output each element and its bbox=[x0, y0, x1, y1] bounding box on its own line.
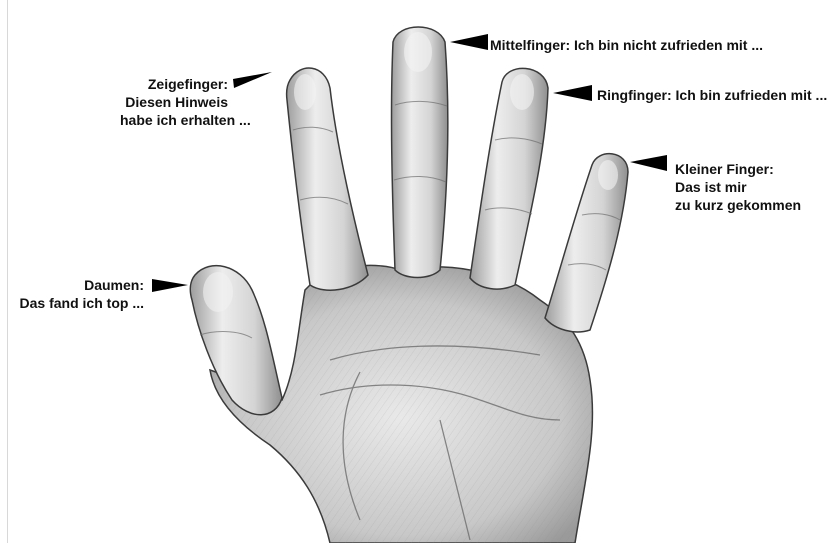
label-little-finger: Kleiner Finger: Das ist mir zu kurz geko… bbox=[675, 160, 801, 214]
label-line: Ringfinger: Ich bin zufrieden mit ... bbox=[597, 86, 827, 104]
index-finger bbox=[287, 68, 368, 290]
label-index-finger: Zeigefinger: Diesen Hinweis habe ich erh… bbox=[120, 75, 228, 129]
pointer-arrow-icon bbox=[630, 155, 667, 171]
label-line: zu kurz gekommen bbox=[675, 196, 801, 214]
label-line: Das fand ich top ... bbox=[10, 294, 144, 312]
label-line: habe ich erhalten ... bbox=[120, 111, 228, 129]
label-line: Mittelfinger: Ich bin nicht zufrieden mi… bbox=[490, 36, 763, 54]
pointer-arrow-icon bbox=[553, 85, 592, 101]
label-line: Kleiner Finger: bbox=[675, 160, 801, 178]
label-line: Das ist mir bbox=[675, 178, 801, 196]
label-thumb: Daumen: Das fand ich top ... bbox=[10, 276, 144, 312]
thumb bbox=[190, 266, 282, 415]
pointer-arrow-icon bbox=[233, 72, 272, 88]
label-line: Daumen: bbox=[10, 276, 144, 294]
pointer-arrow-icon bbox=[152, 279, 188, 292]
little-finger bbox=[545, 154, 628, 332]
ring-finger bbox=[470, 68, 548, 289]
pointer-arrow-icon bbox=[450, 34, 488, 50]
label-ring-finger: Ringfinger: Ich bin zufrieden mit ... bbox=[597, 86, 827, 104]
label-middle-finger: Mittelfinger: Ich bin nicht zufrieden mi… bbox=[490, 36, 763, 54]
label-line: Diesen Hinweis bbox=[120, 93, 228, 111]
middle-finger bbox=[392, 27, 448, 278]
label-line: Zeigefinger: bbox=[120, 75, 228, 93]
